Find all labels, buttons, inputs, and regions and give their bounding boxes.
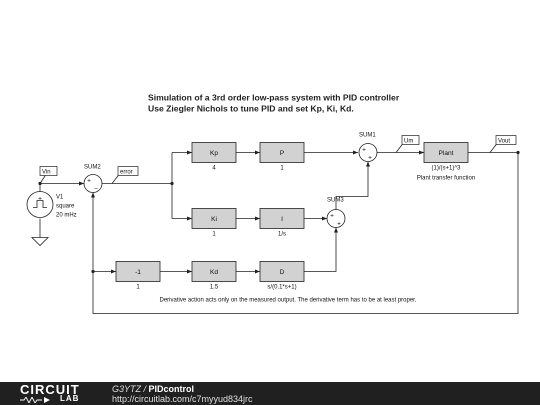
block-kp-param: 4 xyxy=(212,166,216,172)
arrowheads xyxy=(79,150,424,274)
logo-circuit-icon xyxy=(20,397,50,403)
junction-dots xyxy=(38,150,520,274)
svg-text:+: + xyxy=(38,196,42,203)
source-freq: 20 mHz xyxy=(56,213,77,219)
net-label-vout-text: Vout xyxy=(498,139,510,145)
block-ki-label: Ki xyxy=(211,216,217,223)
source-name: V1 xyxy=(56,195,64,201)
block-plant-param: (1)/(s+1)^3 xyxy=(432,166,462,172)
net-label-vin-text: Vin xyxy=(42,170,51,176)
net-label-error-text: error xyxy=(120,170,133,176)
voltage-source-v1[interactable]: + V1 square 20 mHz xyxy=(26,191,77,219)
block-ki-param: 1 xyxy=(212,232,216,238)
sum2[interactable]: + − SUM2 xyxy=(83,165,103,193)
block-kp-label: Kp xyxy=(210,150,218,157)
diagram-title-line2: Use Ziegler Nichols to tune PID and set … xyxy=(148,104,354,114)
block-i-param: 1/s xyxy=(278,232,286,238)
project-owner[interactable]: G3YTZ / xyxy=(112,384,147,394)
project-owner-line: G3YTZ / PIDcontrol xyxy=(112,384,194,394)
project-name[interactable]: PIDcontrol xyxy=(148,384,195,394)
block-plant-desc: Plant transfer function xyxy=(417,176,475,182)
footer-bar: CIRCUIT LAB G3YTZ / PIDcontrol http://ci… xyxy=(0,382,540,405)
square-wave-icon xyxy=(33,200,47,208)
block-p-label: P xyxy=(280,150,285,157)
block-i-label: I xyxy=(281,216,283,223)
block-ki[interactable]: Ki 1 xyxy=(191,208,237,238)
sum2-sign-b: − xyxy=(94,186,98,193)
sum1[interactable]: + + SUM1 xyxy=(358,133,378,162)
sum1-label: SUM1 xyxy=(359,133,376,139)
block-p-param: 1 xyxy=(280,166,284,172)
sum3[interactable]: + + SUM3 xyxy=(326,198,346,228)
net-label-um-text: Um xyxy=(404,139,413,145)
source-wave: square xyxy=(56,204,75,210)
sum1-sign-b: + xyxy=(368,155,372,162)
project-url[interactable]: http://circuitlab.com/c7myyud834jrc xyxy=(112,394,253,404)
block-neg[interactable]: -1 1 xyxy=(115,261,161,291)
block-kd[interactable]: Kd 1.5 xyxy=(191,261,237,291)
wires xyxy=(39,152,519,314)
block-i[interactable]: I 1/s xyxy=(259,208,305,238)
sum3-label: SUM3 xyxy=(327,198,344,204)
sum2-sign-a: + xyxy=(87,178,91,185)
net-label-vout[interactable]: Vout xyxy=(489,135,517,153)
block-d[interactable]: D s/(0.1*s+1) xyxy=(259,261,305,291)
block-kd-label: Kd xyxy=(210,269,218,276)
block-plant-label: Plant xyxy=(438,150,453,157)
block-neg-param: 1 xyxy=(136,285,140,291)
ground-icon xyxy=(31,237,49,247)
block-neg-label: -1 xyxy=(135,269,141,276)
sum2-label: SUM2 xyxy=(84,165,101,171)
sum3-sign-a: + xyxy=(330,213,334,220)
circuitlab-logo-top[interactable]: CIRCUIT xyxy=(20,382,80,397)
net-label-error[interactable]: error xyxy=(111,166,139,184)
block-kp[interactable]: Kp 4 xyxy=(191,142,237,172)
net-label-vin[interactable]: Vin xyxy=(39,166,58,184)
sum3-sign-b: + xyxy=(337,221,341,228)
diagram-title-line1: Simulation of a 3rd order low-pass syste… xyxy=(148,93,400,103)
circuitlab-logo-bottom: LAB xyxy=(60,394,80,403)
net-label-um[interactable]: Um xyxy=(395,135,420,153)
block-plant[interactable]: Plant (1)/(s+1)^3 Plant transfer functio… xyxy=(417,142,475,182)
sum1-sign-a: + xyxy=(362,147,366,154)
block-d-label: D xyxy=(280,269,285,276)
derivative-note: Derivative action acts only on the measu… xyxy=(159,298,416,304)
block-kd-param: 1.5 xyxy=(210,285,219,291)
block-d-param: s/(0.1*s+1) xyxy=(267,285,296,291)
block-p[interactable]: P 1 xyxy=(259,142,305,172)
